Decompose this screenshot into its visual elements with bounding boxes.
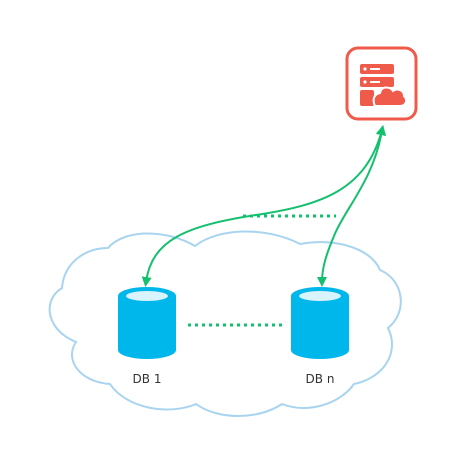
database-dbn: DB n <box>291 287 349 386</box>
server-node <box>345 46 418 121</box>
db1-label: DB 1 <box>133 372 162 386</box>
server-cloud-icon <box>360 64 408 107</box>
database-icon <box>118 287 176 359</box>
arrow-server-to-dbn <box>317 125 387 287</box>
dbn-label: DB n <box>306 372 335 386</box>
arrow-server-to-db1 <box>141 125 386 287</box>
database-db1: DB 1 <box>118 287 176 386</box>
database-icon <box>291 287 349 359</box>
